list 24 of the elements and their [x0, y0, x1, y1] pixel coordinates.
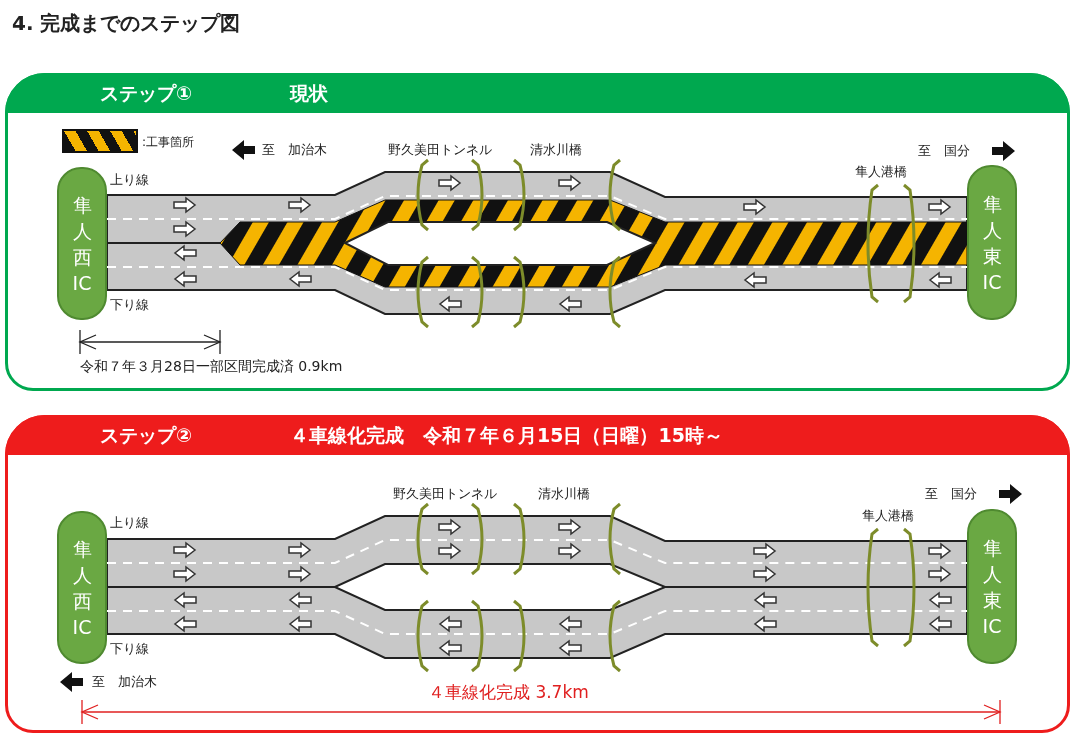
- page-title: 4. 完成までのステップ図: [12, 10, 241, 37]
- interchange-box: 隼人東IC: [967, 509, 1017, 664]
- place-label: 至 国分: [925, 486, 977, 502]
- step-heading: ステップ②: [100, 423, 193, 447]
- place-label: 至 国分: [918, 143, 970, 159]
- interchange-box: 隼人西IC: [57, 511, 107, 664]
- place-label: 至 加治木: [262, 142, 327, 158]
- status-heading: 現状: [290, 81, 328, 105]
- step-panel: [5, 415, 1070, 733]
- bridge-label: 清水川橋: [538, 486, 590, 502]
- date-heading: ４車線化完成 令和７年６月15日（日曜）15時～: [290, 423, 723, 447]
- bridge-label: 清水川橋: [530, 142, 582, 158]
- bridge-label: 隼人港橋: [862, 508, 914, 524]
- step-heading: ステップ①: [100, 81, 193, 105]
- tunnel-label: 野久美田トンネル: [393, 486, 497, 502]
- dimension-label: ４車線化完成 3.7km: [428, 684, 589, 700]
- place-label: 至 加治木: [92, 674, 157, 690]
- tunnel-label: 野久美田トンネル: [388, 142, 492, 158]
- legend-label: :工事箇所: [142, 134, 195, 150]
- interchange-box: 隼人西IC: [57, 167, 107, 320]
- dimension-label: 令和７年３月28日一部区間完成済 0.9km: [80, 358, 343, 374]
- interchange-box: 隼人東IC: [967, 165, 1017, 320]
- bridge-label: 隼人港橋: [855, 164, 907, 180]
- step-panel: [5, 73, 1070, 391]
